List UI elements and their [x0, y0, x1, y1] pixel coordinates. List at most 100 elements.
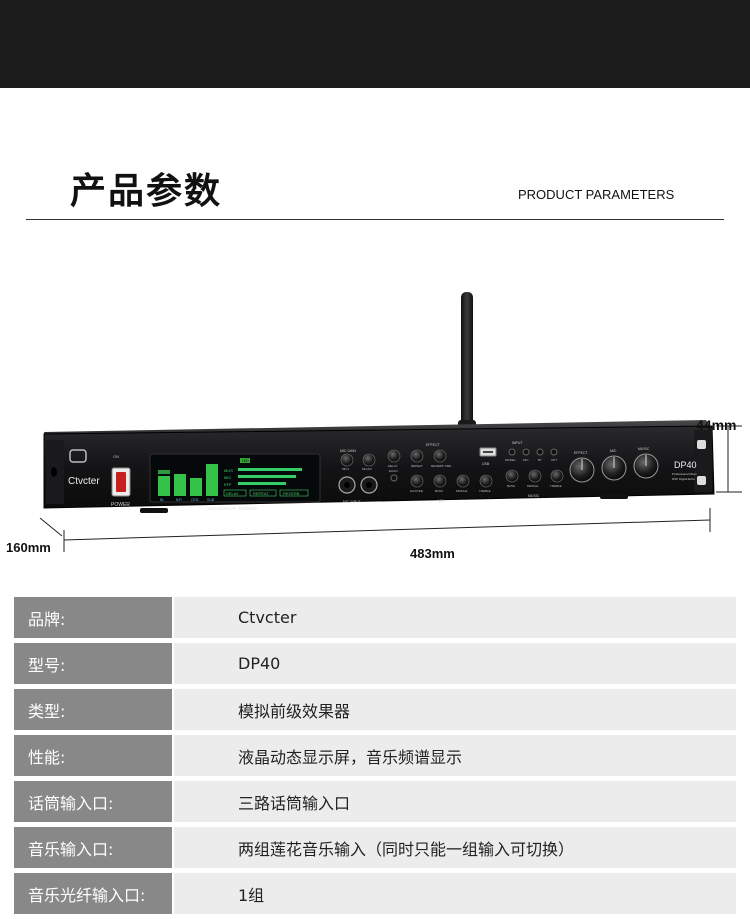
spec-row: 音乐输入口: 两组莲花音乐输入（同时只能一组输入可切换） [14, 827, 736, 868]
music-eq-knob[interactable] [505, 469, 519, 483]
spec-value: 两组莲花音乐输入（同时只能一组输入可切换） [174, 827, 736, 868]
spec-row: 音乐光纤输入口: 1组 [14, 873, 736, 914]
effect-knob-delay[interactable] [387, 449, 401, 463]
spectrum-bars [158, 464, 218, 496]
model-badge: DP40 [674, 460, 697, 470]
dimension-width-marker [63, 508, 711, 552]
mic-gain-knob[interactable] [340, 453, 354, 467]
usb-label: USB [482, 462, 490, 466]
power-switch[interactable] [111, 467, 131, 497]
mode-label: EFF [224, 482, 232, 487]
spec-row: 性能: 液晶动态显示屏，音乐频谱显示 [14, 735, 736, 776]
mic-eq-knob-label: TREBLE [479, 489, 491, 493]
mic-eq-label: MIC [438, 499, 445, 503]
music-eq-knob[interactable] [528, 469, 542, 483]
spec-label: 类型: [14, 689, 172, 730]
effect-knob-reverb[interactable] [433, 449, 447, 463]
bar-label: BL [160, 498, 164, 502]
display-top-tag: LED [242, 459, 249, 463]
mic-eq-knob[interactable] [410, 474, 424, 488]
input-button-opt[interactable] [550, 448, 558, 456]
mic-jack[interactable] [338, 476, 356, 494]
mic-eq-knob[interactable] [456, 474, 470, 488]
spec-label: 型号: [14, 643, 172, 684]
effect-knob-repeat[interactable] [410, 449, 424, 463]
input-button-mic[interactable] [522, 448, 530, 456]
input-button-label: MIC [523, 458, 529, 462]
spec-value: 模拟前级效果器 [174, 689, 736, 730]
effect-label: EFFECT [426, 443, 440, 447]
echo-button[interactable] [390, 474, 398, 482]
spec-label: 音乐光纤输入口: [14, 873, 172, 914]
big-knob-effect[interactable] [569, 457, 595, 483]
device-image: Ctvcter ON POWER BL B/R CEN SUB LED MUS … [0, 280, 750, 580]
input-button-model[interactable] [508, 448, 516, 456]
mic-jack[interactable] [360, 476, 378, 494]
led-display: BL B/R CEN SUB LED MUS MIC EFF DELAY REP… [149, 453, 321, 503]
big-knob-music[interactable] [633, 453, 659, 479]
input-button-label: OPT [551, 458, 557, 462]
power-label: POWER [111, 502, 130, 508]
effect-knob-label: DELAY [388, 464, 398, 468]
section-title: 产品参数 [70, 171, 223, 212]
on-label: ON [113, 454, 119, 459]
spec-value: 1组 [174, 873, 736, 914]
dimension-depth: 160mm [6, 540, 51, 555]
display-tag-repeat: REPEAT [253, 491, 269, 496]
bar-label: B/R [176, 498, 182, 502]
music-eq-knob[interactable] [550, 469, 564, 483]
bar-label: SUB [207, 498, 215, 502]
spec-value: 液晶动态显示屏，音乐频谱显示 [174, 735, 736, 776]
input-label: INPUT [512, 441, 523, 445]
spec-row: 话筒输入口: 三路话筒输入口 [14, 781, 736, 822]
input-button-label: BT [538, 458, 542, 462]
mic-knob-label: MIC1 [342, 467, 349, 471]
spec-value: 三路话筒输入口 [174, 781, 736, 822]
spec-row: 类型: 模拟前级效果器 [14, 689, 736, 730]
effect-knob-label: REPEAT [411, 464, 423, 468]
mic-gain-knob[interactable] [362, 453, 376, 467]
dimension-height-marker [716, 425, 742, 493]
music-knob-label: TREBLE [550, 484, 562, 488]
title-divider [26, 219, 724, 220]
usb-port[interactable] [479, 447, 497, 457]
display-top-tag-box [240, 458, 250, 463]
mic-eq-knob[interactable] [433, 474, 447, 488]
input-button-bt[interactable] [536, 448, 544, 456]
big-knob-label: EFFECT [574, 451, 588, 455]
brand-logo: Ctvcter [68, 476, 100, 487]
top-banner [0, 0, 750, 88]
spec-label: 品牌: [14, 597, 172, 638]
display-caption: LED DISPLAY SCREEN [208, 506, 257, 511]
big-knob-mic[interactable] [601, 455, 627, 481]
big-knob-label: MUSIC [638, 447, 650, 451]
spec-value: DP40 [174, 643, 736, 684]
display-tag-delay: DELAY [226, 491, 239, 496]
spec-row: 型号: DP40 [14, 643, 736, 684]
spec-table: 品牌: Ctvcter 型号: DP40 类型: 模拟前级效果器 性能: 液晶动… [14, 597, 736, 919]
music-label: MUSIC [528, 494, 540, 498]
spec-label: 话筒输入口: [14, 781, 172, 822]
model-subtitle: DSP Digital Echo [672, 477, 695, 481]
mic-gain-label: MIC GAIN [340, 449, 356, 453]
mic-input-label: MIC INPUT [343, 500, 362, 504]
spec-row: 品牌: Ctvcter [14, 597, 736, 638]
antenna [458, 292, 476, 438]
device-illustration: Ctvcter ON POWER BL B/R CEN SUB LED MUS … [6, 292, 742, 561]
effect-knob-label: REVERB TIME [431, 464, 451, 468]
input-button-label: MODEL [505, 458, 516, 462]
music-knob-label: BASS [507, 484, 515, 488]
mic-knob-label: MIC2/3 [362, 467, 372, 471]
bar-label: CEN [191, 498, 199, 502]
mic-eq-knob-label: EXCITER [410, 489, 424, 493]
spec-label: 音乐输入口: [14, 827, 172, 868]
mic-eq-knob-label: MIDDLE [456, 489, 467, 493]
spec-label: 性能: [14, 735, 172, 776]
mode-label: MUS [224, 468, 233, 473]
echo-label: ECHO [389, 469, 398, 473]
mic-eq-knob[interactable] [479, 474, 493, 488]
model-subtitle: Professional Mixer [672, 472, 697, 476]
dimension-height: 44mm [696, 417, 736, 433]
big-knob-label: MIC [610, 449, 617, 453]
dimension-width: 483mm [410, 546, 455, 561]
